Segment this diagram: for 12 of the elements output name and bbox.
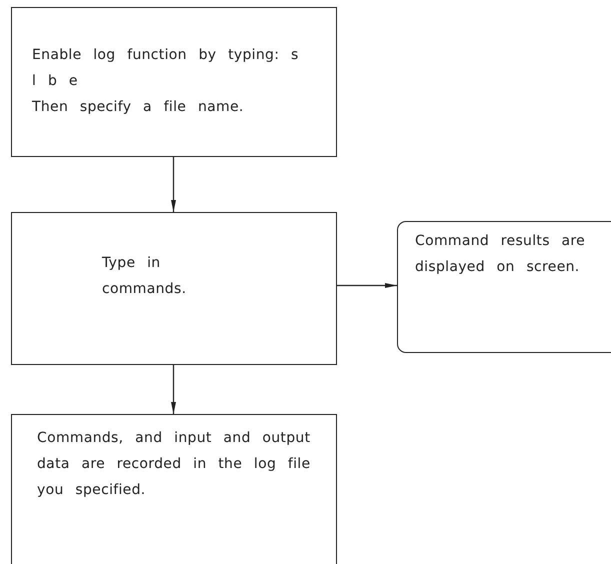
step-text: Commands, and input and output data are recorded in the log file you specified. bbox=[37, 429, 312, 500]
arrow bbox=[337, 283, 397, 288]
step-text: Command results are displayed on screen. bbox=[415, 232, 586, 277]
arrow bbox=[171, 365, 176, 414]
step-text: Type in commands. bbox=[102, 254, 188, 299]
arrow bbox=[171, 157, 176, 212]
step-box bbox=[11, 212, 337, 365]
result-box bbox=[397, 221, 611, 353]
step-text: Enable log function by typing: s l b e bbox=[32, 46, 300, 91]
step-text: Then specify a file name. bbox=[32, 98, 245, 117]
step-box bbox=[11, 7, 337, 157]
step-box bbox=[11, 414, 337, 564]
